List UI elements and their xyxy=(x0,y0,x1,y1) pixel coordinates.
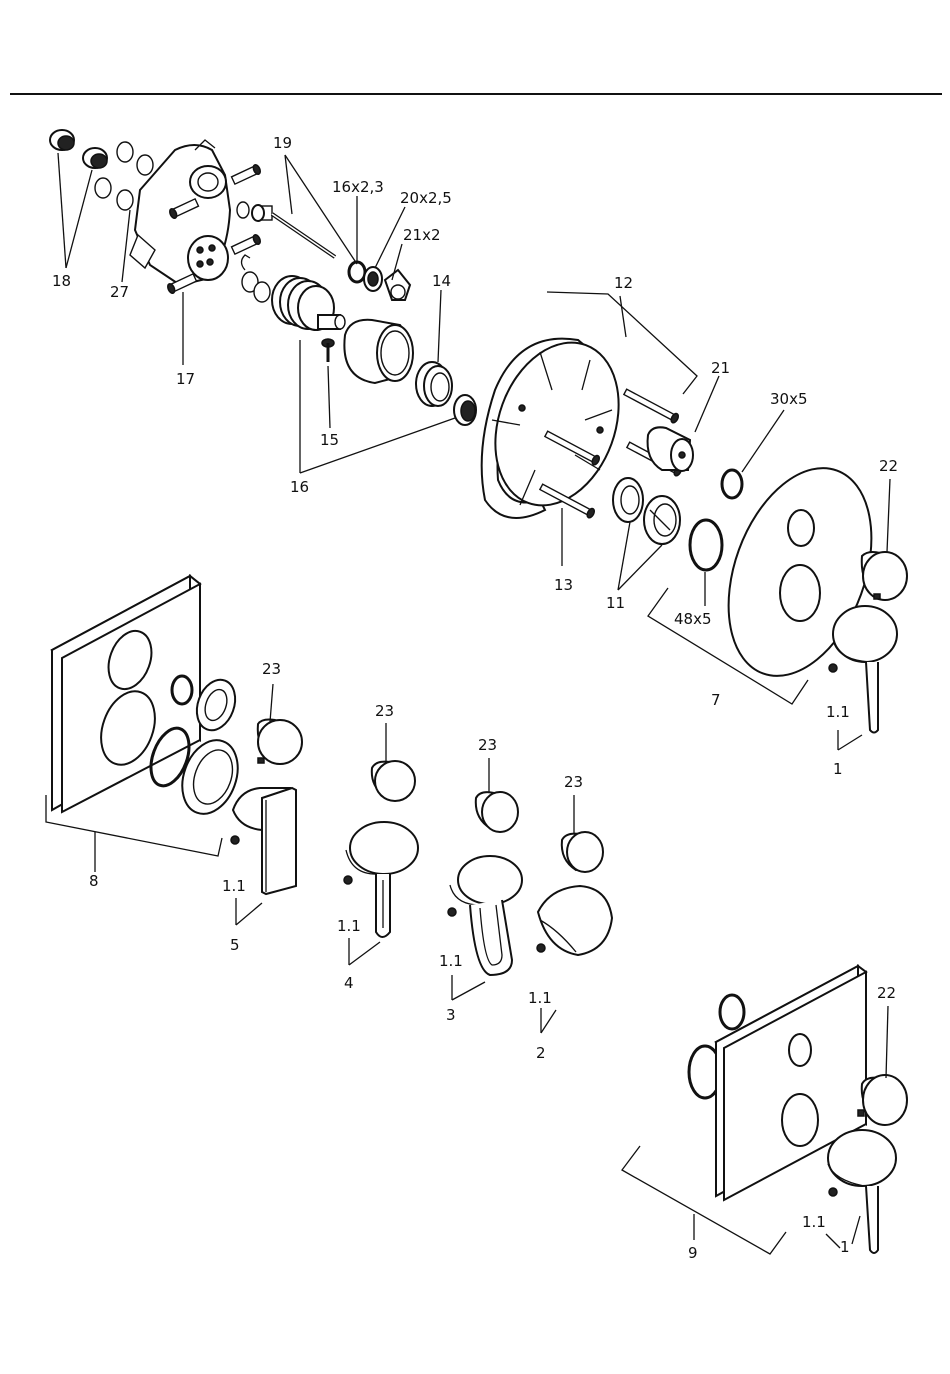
cylinder-21 xyxy=(648,427,693,471)
label-1-1-right: 1.1 xyxy=(826,703,850,721)
label-9: 9 xyxy=(688,1244,698,1262)
screw-15 xyxy=(322,339,334,362)
label-23-a: 23 xyxy=(262,660,281,678)
label-1-1-a: 1.1 xyxy=(222,877,246,895)
knob-22-top xyxy=(862,552,907,600)
label-23-b: 23 xyxy=(375,702,394,720)
part-21x2 xyxy=(385,270,410,300)
label-1-right: 1 xyxy=(833,760,843,778)
label-2: 2 xyxy=(536,1044,546,1062)
label-8: 8 xyxy=(89,872,99,890)
handle-1-bottom xyxy=(828,1130,896,1253)
sleeve xyxy=(344,320,413,383)
label-11: 11 xyxy=(606,594,625,612)
label-12: 12 xyxy=(614,274,633,292)
label-18: 18 xyxy=(52,272,71,290)
label-3: 3 xyxy=(446,1006,456,1024)
label-oring-48x5: 48x5 xyxy=(674,610,712,628)
label-13: 13 xyxy=(554,576,573,594)
label-oring-20x2-5: 20x2,5 xyxy=(400,189,452,207)
nut-14 xyxy=(416,362,452,406)
label-27: 27 xyxy=(110,283,129,301)
label-21: 21 xyxy=(711,359,730,377)
label-oring-30x5: 30x5 xyxy=(770,390,808,408)
knob-23-c xyxy=(476,792,518,832)
thermostat-cartridge-16 xyxy=(272,276,345,330)
knob-23-b xyxy=(372,761,415,801)
label-23-c: 23 xyxy=(478,736,497,754)
label-23-d: 23 xyxy=(564,773,583,791)
label-14: 14 xyxy=(432,272,451,290)
label-22-bottom: 22 xyxy=(877,984,896,1002)
label-7: 7 xyxy=(711,691,721,709)
label-21x2: 21x2 xyxy=(403,226,441,244)
label-1-1-c: 1.1 xyxy=(439,952,463,970)
label-16: 16 xyxy=(290,478,309,496)
label-1-1-b: 1.1 xyxy=(337,917,361,935)
label-1-1-e: 1.1 xyxy=(802,1213,826,1231)
check-valve-18a xyxy=(50,130,74,150)
adapter-11 xyxy=(613,478,680,544)
ring-16b xyxy=(454,395,476,425)
label-15: 15 xyxy=(320,431,339,449)
oring-30x5 xyxy=(722,470,742,498)
label-17: 17 xyxy=(176,370,195,388)
knob-23-d xyxy=(562,832,603,872)
label-1-bottom: 1 xyxy=(840,1238,850,1256)
handle-2 xyxy=(537,886,612,955)
label-oring-16x2-3: 16x2,3 xyxy=(332,178,384,196)
label-1-1-d: 1.1 xyxy=(528,989,552,1007)
check-valve-18b xyxy=(83,148,107,168)
oring-20x2-5 xyxy=(364,267,382,291)
label-19: 19 xyxy=(273,134,292,152)
label-5: 5 xyxy=(230,936,240,954)
oring-48x5 xyxy=(690,520,722,570)
label-22-top: 22 xyxy=(879,457,898,475)
knob-23-a xyxy=(258,720,302,765)
label-4: 4 xyxy=(344,974,354,992)
oring-16x2-3 xyxy=(349,262,365,282)
